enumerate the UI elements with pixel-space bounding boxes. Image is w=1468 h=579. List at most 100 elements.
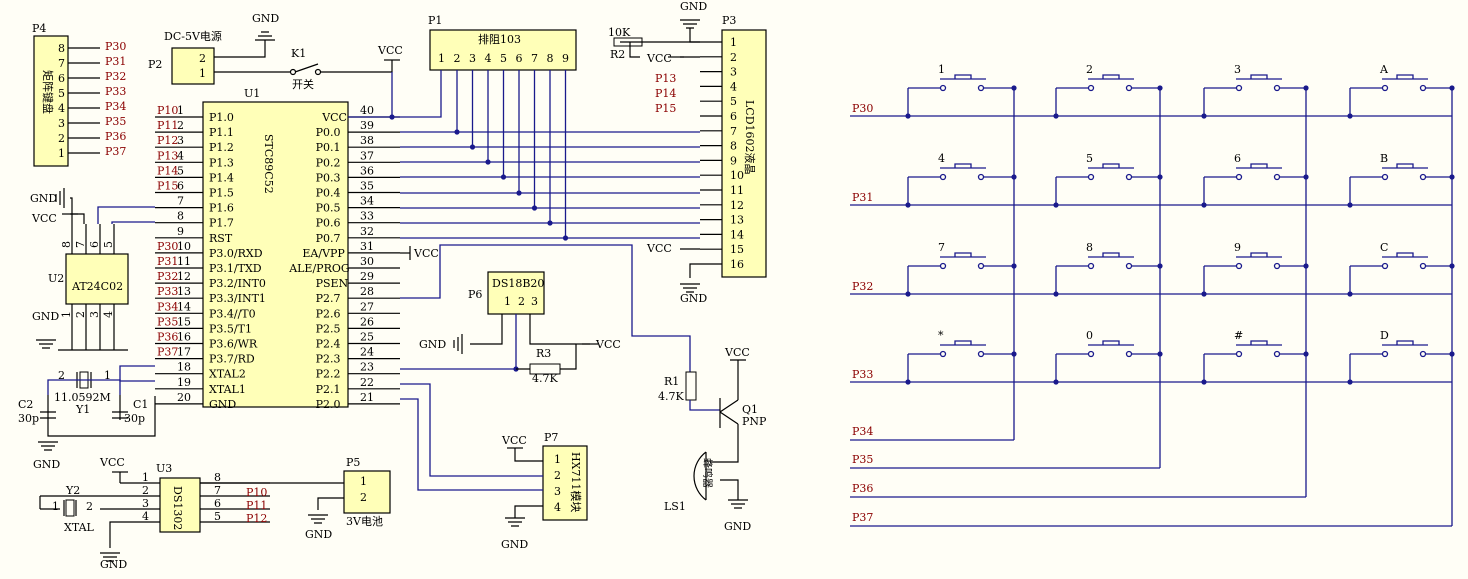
key-6: 6 (1201, 152, 1309, 208)
u1-pin-name-19: XTAL1 (209, 383, 246, 396)
keypad-row-P32: P32 (852, 280, 873, 293)
u1-pin-24: 24 (360, 346, 374, 359)
u3-net-P10: P10 (246, 486, 267, 499)
u1-pin-name-24: P2.3 (316, 353, 341, 366)
u1-pin-name-6: P1.5 (209, 187, 234, 200)
p5-pin2: 2 (360, 491, 367, 504)
p2-power-connector: P2 DC-5V电源 2 1 GND K1 开关 VCC (148, 12, 403, 91)
u1-pin-name-12: P3.2/INT0 (209, 277, 266, 290)
p7-pin3: 3 (554, 485, 561, 498)
u3-pin-7: 7 (214, 484, 221, 497)
p2-gnd-label: GND (252, 12, 279, 25)
p3-pin-4: 4 (730, 80, 737, 93)
u1-pin-name-5: P1.4 (209, 171, 234, 184)
u2-pin-3: 3 (88, 311, 101, 318)
u1-pin-36: 36 (360, 164, 374, 177)
u1-pin-25: 25 (360, 331, 374, 344)
u2-pin-8: 8 (60, 241, 73, 248)
p3-gnd2-label: GND (680, 292, 707, 305)
u3-pin-1: 1 (142, 471, 149, 484)
u1-pin-15: 15 (177, 315, 191, 328)
u1-pin-23: 23 (360, 361, 374, 374)
u1-pin-name-33: P0.6 (316, 217, 341, 230)
p1-pin-4: 4 (485, 52, 492, 65)
ea-vcc-label: VCC (413, 247, 439, 260)
p4-pin-7: 7 (58, 57, 65, 70)
u1-pin-name-15: P3.5/T1 (209, 322, 252, 335)
k1-label: 开关 (292, 77, 314, 91)
u1-pin-name-32: P0.7 (316, 232, 341, 245)
u1-pin-name-11: P3.1/TXD (209, 262, 262, 275)
p7-vcc-label: VCC (501, 434, 527, 447)
p1-pin-5: 5 (500, 52, 507, 65)
p1-pin-3: 3 (469, 52, 476, 65)
p2-pin2: 2 (199, 52, 206, 65)
p3-pin-2: 2 (730, 51, 737, 64)
p7-gnd-label: GND (501, 538, 528, 551)
p1-label: 排阻103 (478, 32, 521, 46)
key-label-6: 6 (1234, 152, 1241, 165)
u3-pin-6: 6 (214, 497, 221, 510)
u1-pin-39: 39 (360, 119, 374, 132)
key-D: D (1347, 329, 1455, 385)
p3-pin-15: 15 (730, 243, 744, 256)
key-1: 1 (905, 63, 1017, 119)
p2-label: DC-5V电源 (164, 29, 222, 43)
u2-pin-1: 1 (60, 311, 73, 318)
p6-ref: P6 (468, 288, 482, 301)
left-wiring: VCC (36, 19, 748, 562)
p4-net-P32: P32 (105, 70, 126, 83)
u1-net-P36: P36 (157, 331, 178, 344)
u1-pin-31: 31 (360, 240, 374, 253)
keypad-row-P33: P33 (852, 368, 873, 381)
r2-value: 10K (608, 26, 631, 39)
p7-pin2: 2 (554, 469, 561, 482)
u1-pin-1: 1 (177, 104, 184, 117)
u1-pin-20: 20 (177, 391, 191, 404)
key-0: 0 (1053, 329, 1163, 385)
u1-pin-8: 8 (177, 210, 184, 223)
p7-hx711: P7 HX711模块 1 2 3 4 VCC GND (501, 431, 588, 551)
u1-pin-name-20: GND (209, 398, 236, 411)
u1-pin-18: 18 (177, 361, 191, 374)
key-B: B (1347, 152, 1455, 208)
u1-pin-28: 28 (360, 285, 374, 298)
p4-net-P34: P34 (105, 100, 126, 113)
u1-pin-13: 13 (177, 285, 191, 298)
u3-pin-2: 2 (142, 484, 149, 497)
p3-lcd-connector: P3 LCD1602液晶 12345678910111213141516P13P… (608, 0, 767, 305)
q1-type: PNP (742, 415, 767, 428)
u2-pin-7: 7 (74, 241, 87, 248)
u1-pin-name-26: P2.5 (316, 322, 341, 335)
p5-ref: P5 (346, 456, 360, 469)
q1-gnd-label: GND (724, 520, 751, 533)
p3-ref: P3 (722, 14, 736, 27)
key-label-2: 2 (1086, 63, 1093, 76)
q1-buzzer-driver: VCC R1 4.7K Q1 PNP LS1 蜂鸣器 GND (658, 346, 767, 533)
p1-ref: P1 (428, 14, 442, 27)
u1-pin-name-14: P3.4//T0 (209, 307, 256, 320)
p3-net-P13: P13 (655, 72, 676, 85)
u1-pin-10: 10 (177, 240, 191, 253)
p4-pin-2: 2 (58, 132, 65, 145)
u1-pin-name-40: VCC (321, 111, 347, 124)
u1-net-P31: P31 (157, 255, 178, 268)
p2-pin1: 1 (199, 67, 206, 80)
p1-pin-8: 8 (547, 52, 554, 65)
p7-label: HX711模块 (569, 452, 582, 512)
u1-pin-21: 21 (360, 391, 374, 404)
p4-net-P33: P33 (105, 85, 126, 98)
u1-net-P12: P12 (157, 134, 178, 147)
u1-pin-name-25: P2.4 (316, 338, 341, 351)
r3-value: 4.7K (532, 372, 558, 385)
u1-pin-name-22: P2.1 (316, 383, 341, 396)
p3-vcc2-label: VCC (646, 242, 672, 255)
p3-label: LCD1602液晶 (743, 100, 757, 175)
key-3: 3 (1201, 63, 1309, 119)
u1-pin-6: 6 (177, 180, 184, 193)
u1-pin-name-39: P0.0 (316, 126, 341, 139)
u1-pin-4: 4 (177, 149, 184, 162)
p5-pin1: 1 (360, 475, 367, 488)
